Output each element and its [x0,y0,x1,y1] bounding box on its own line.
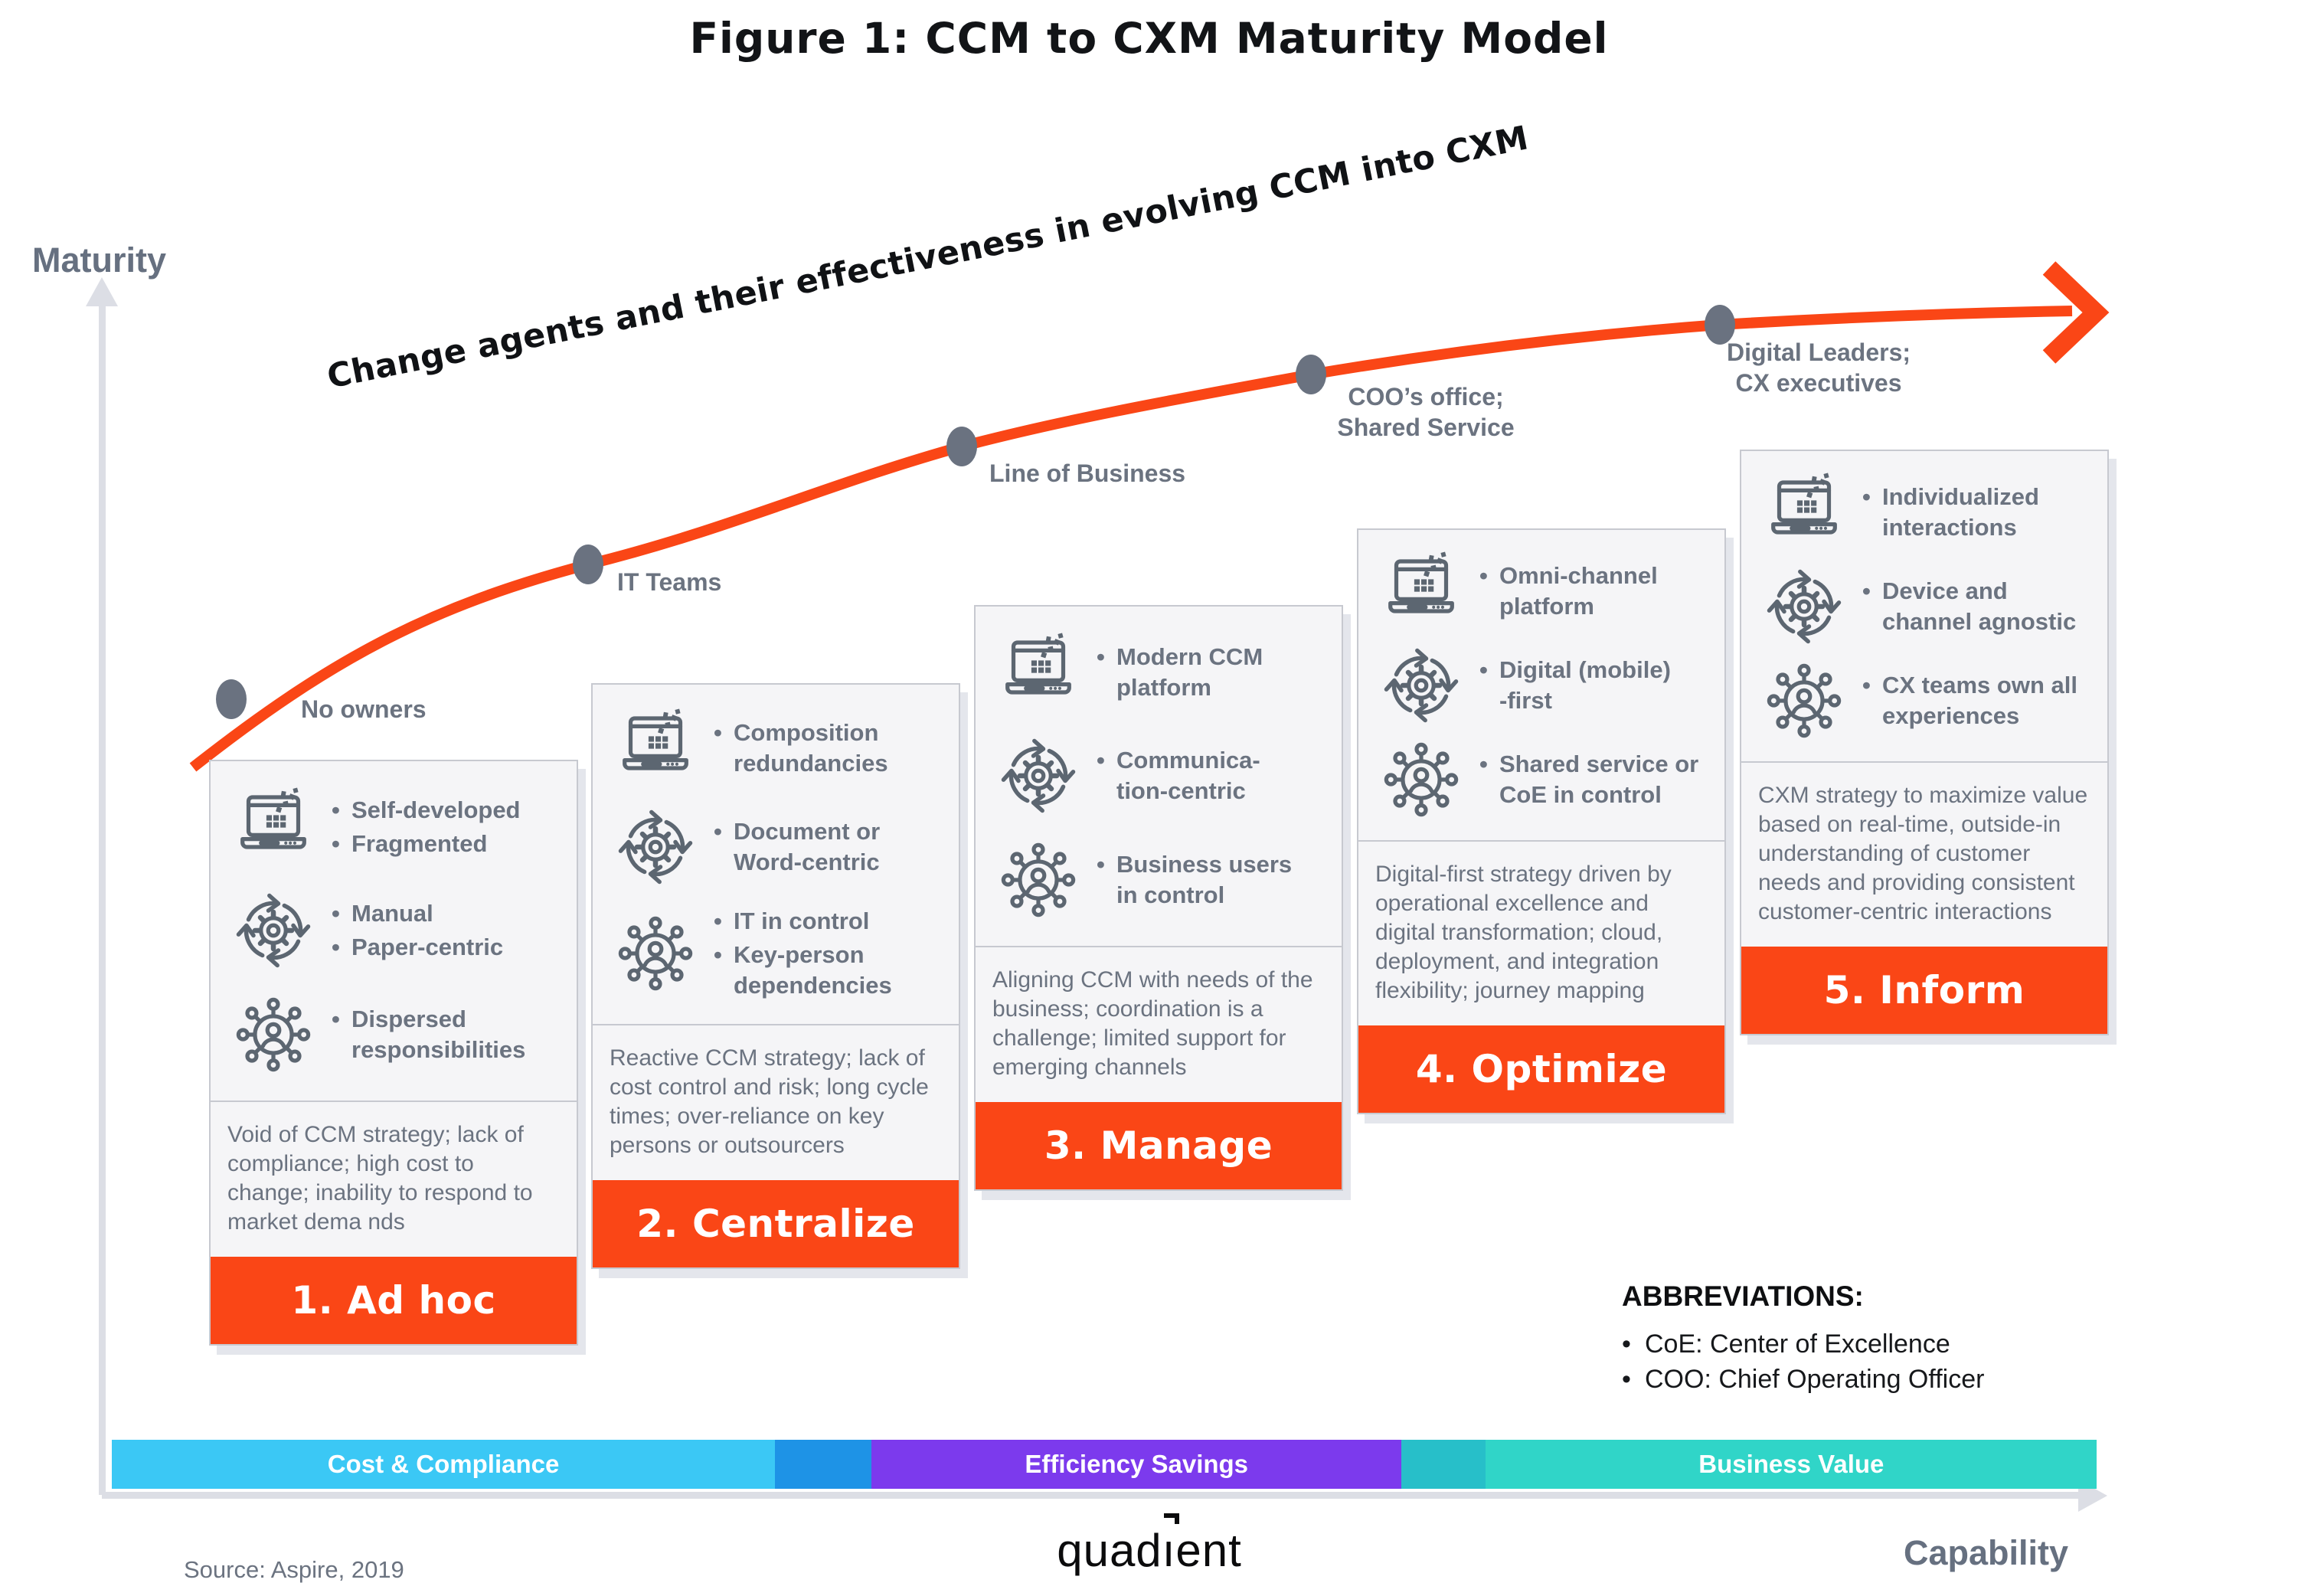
laptop-pixels-icon [616,708,695,788]
bullet-item: •Business users in control [1097,851,1293,909]
bullet-item: •Modern CCM platform [1097,643,1263,701]
curve-point-label: IT Teams [617,568,722,596]
capability-segment-transition-teal [1401,1440,1486,1489]
y-axis-label: Maturity [32,240,167,280]
stage-card-centralize: •Composition redundancies •Document or W… [591,683,960,1269]
gear-cycle-icon [1764,567,1844,646]
network-people-icon [1764,661,1844,741]
source-note: Source: Aspire, 2019 [184,1556,404,1583]
curve-point-label: No owners [301,695,427,723]
capability-segment-cost-compliance: Cost & Compliance [112,1440,776,1489]
stage-card-manage: •Modern CCM platform •Communica- tion-ce… [974,605,1343,1191]
bullet-item: •Device and channel agnostic [1862,577,2077,635]
stage-description: Reactive CCM strategy; lack of cost cont… [593,1024,959,1180]
laptop-pixels-icon [1764,473,1844,552]
stage-banner: 1. Ad hoc [211,1257,577,1344]
network-people-icon [616,914,695,993]
bullet-item: •Communica- tion-centric [1097,747,1260,805]
stage-icons: •Modern CCM platform •Communica- tion-ce… [976,607,1342,946]
bullet-item: •Shared service or CoE in control [1479,750,1699,808]
stage-banner: 5. Inform [1741,947,2107,1034]
curve-point-digital-leaders [1705,305,1735,345]
curve-point-coo-office [1296,355,1326,394]
stage-description: CXM strategy to maximize value based on … [1741,761,2107,947]
curve-path [189,306,2073,772]
bullet-item: •Fragmented [332,829,488,857]
gear-cycle-icon [1381,646,1461,725]
curve-point-no-owners [216,679,247,719]
capability-segment-efficiency-savings: Efficiency Savings [871,1440,1402,1489]
network-people-icon [999,840,1078,920]
capability-bar: Cost & Compliance Efficiency Savings Bus… [112,1440,2098,1489]
x-axis-line [102,1492,2080,1499]
bullet-item: •Manual [332,900,433,927]
y-axis-line [99,306,106,1495]
abbreviations: ABBREVIATIONS: •CoE: Center of Excellenc… [1622,1280,1984,1397]
curve-point-line-of-business [946,427,977,466]
y-axis-arrow-icon [86,277,118,306]
curve-point-label: COO’s office; Shared Service [1337,383,1515,441]
bullet-item: •Digital (mobile) -first [1479,656,1671,714]
network-people-icon [1381,740,1461,819]
bullet-item: •Individualized interactions [1862,482,2039,541]
stage-icons: •Composition redundancies •Document or W… [593,685,959,1024]
bullet-item: •Omni-channel platform [1479,561,1658,620]
bullet-item: •Paper-centric [332,934,504,961]
stage-description: Digital-first strategy driven by operati… [1358,840,1724,1025]
capability-segment-transition-blue [775,1440,872,1489]
stage-card-ad-hoc: •Self-developed •Fragmented •Manual •Pap… [209,760,578,1346]
stage-description: Aligning CCM with needs of the business;… [976,946,1342,1102]
logo-i-mark [1163,1513,1179,1524]
bullet-item: •Dispersed responsibilities [332,1006,526,1064]
curve-point-label: Digital Leaders; CX executives [1726,338,1911,397]
stage-card-optimize: •Omni-channel platform •Digital (mobile)… [1357,528,1726,1114]
gear-cycle-icon [234,891,313,970]
capability-segment-business-value: Business Value [1486,1440,2097,1489]
laptop-pixels-icon [999,633,1078,712]
stage-banner: 3. Manage [976,1102,1342,1189]
laptop-pixels-icon [234,787,313,867]
page-title: Figure 1: CCM to CXM Maturity Model [689,14,1609,63]
x-axis-label: Capability [1904,1533,2069,1572]
curve-arrowhead-icon [2042,261,2110,364]
bullet-item: •Document or Word-centric [714,817,881,875]
laptop-pixels-icon [1381,551,1461,631]
stage-banner: 4. Optimize [1358,1025,1724,1113]
curve-point-it-teams [573,545,603,584]
gear-cycle-icon [999,736,1078,816]
bullet-item: •Self-developed [332,796,521,823]
stage-banner: 2. Centralize [593,1180,959,1267]
curve-point-label: Line of Business [989,460,1186,487]
stage-icons: •Omni-channel platform •Digital (mobile)… [1358,530,1724,840]
abbreviations-heading: ABBREVIATIONS: [1622,1280,1864,1312]
abbreviation-item: •CoE: Center of Excellence [1622,1329,1950,1359]
stage-description: Void of CCM strategy; lack of compliance… [211,1101,577,1257]
stage-card-inform: •Individualized interactions •Device and… [1740,450,2109,1035]
abbreviation-item: •COO: Chief Operating Officer [1622,1365,1985,1394]
bullet-item: •IT in control [714,907,870,934]
gear-cycle-icon [616,807,695,887]
bullet-item: •CX teams own all experiences [1862,671,2077,729]
bullet-item: •Key-person dependencies [714,940,892,999]
stage-icons: •Individualized interactions •Device and… [1741,451,2107,761]
bullet-item: •Composition redundancies [714,718,888,777]
stage-icons: •Self-developed •Fragmented •Manual •Pap… [211,761,577,1101]
network-people-icon [234,995,313,1074]
